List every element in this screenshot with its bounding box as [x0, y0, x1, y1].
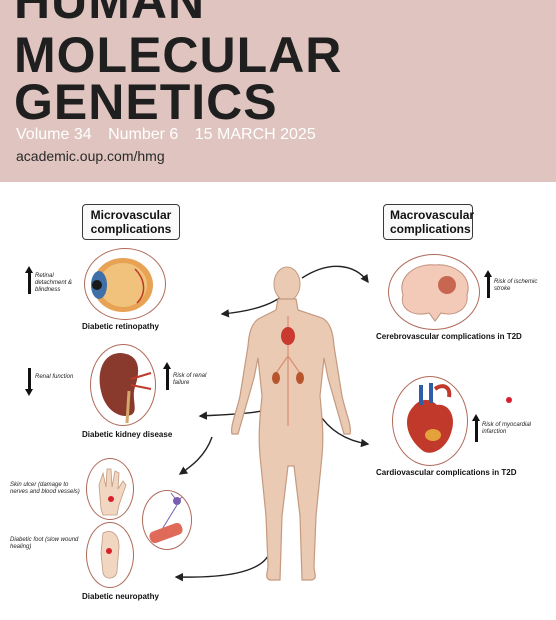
human-body-illustration [231, 266, 351, 581]
macrovascular-title: Macrovascular complications [383, 204, 474, 240]
number-label: Number 6 [108, 126, 179, 143]
journal-title-line-1: HUMAN [14, 0, 206, 29]
red-dot-marker [506, 397, 512, 403]
issue-info: Volume 34 Number 6 15 MARCH 2025 [16, 126, 328, 144]
diabetic-foot-note: Diabetic foot (slow wound healing) [10, 537, 79, 550]
brain-illustration [388, 254, 480, 330]
retinal-note: Retinal detachment & blindness [35, 273, 73, 293]
journal-url: academic.oup.com/hmg [16, 148, 165, 164]
increase-arrow [472, 414, 480, 442]
cover-figure: Microvascular complications Macrovascula… [0, 182, 556, 620]
myocardial-note: Risk of myocardial infarction [482, 422, 532, 435]
nerve-illustration [142, 490, 192, 550]
microvascular-title: Microvascular complications [82, 204, 180, 240]
increase-arrow [25, 266, 33, 294]
journal-title-line-2: MOLECULAR [14, 27, 343, 83]
eye-illustration [84, 248, 166, 320]
skin-ulcer-note: Skin ulcer (damage to nerves and blood v… [10, 482, 80, 495]
ischemic-stroke-note: Risk of ischemic stroke [494, 279, 538, 292]
journal-title-line-3: GENETICS [14, 74, 278, 130]
heart-illustration [392, 376, 468, 466]
cardiovascular-caption: Cardiovascular complications in T2D [376, 468, 517, 477]
increase-arrow [484, 270, 492, 298]
cover-header: HUMAN MOLECULAR GENETICS Volume 34 Numbe… [0, 0, 556, 182]
cerebrovascular-caption: Cerebrovascular complications in T2D [376, 332, 522, 341]
decrease-arrow [25, 368, 33, 396]
date-label: 15 MARCH 2025 [194, 126, 316, 143]
kidney-illustration [90, 344, 156, 426]
hand-illustration [86, 458, 134, 520]
kidney-caption: Diabetic kidney disease [82, 430, 173, 439]
increase-arrow [163, 362, 171, 390]
foot-illustration [86, 522, 134, 588]
neuropathy-caption: Diabetic neuropathy [82, 592, 159, 601]
volume-label: Volume 34 [16, 126, 92, 143]
renal-failure-note: Risk of renal failure [173, 373, 207, 386]
retinopathy-caption: Diabetic retinopathy [82, 322, 159, 331]
renal-function-note: Renal function [35, 374, 74, 380]
